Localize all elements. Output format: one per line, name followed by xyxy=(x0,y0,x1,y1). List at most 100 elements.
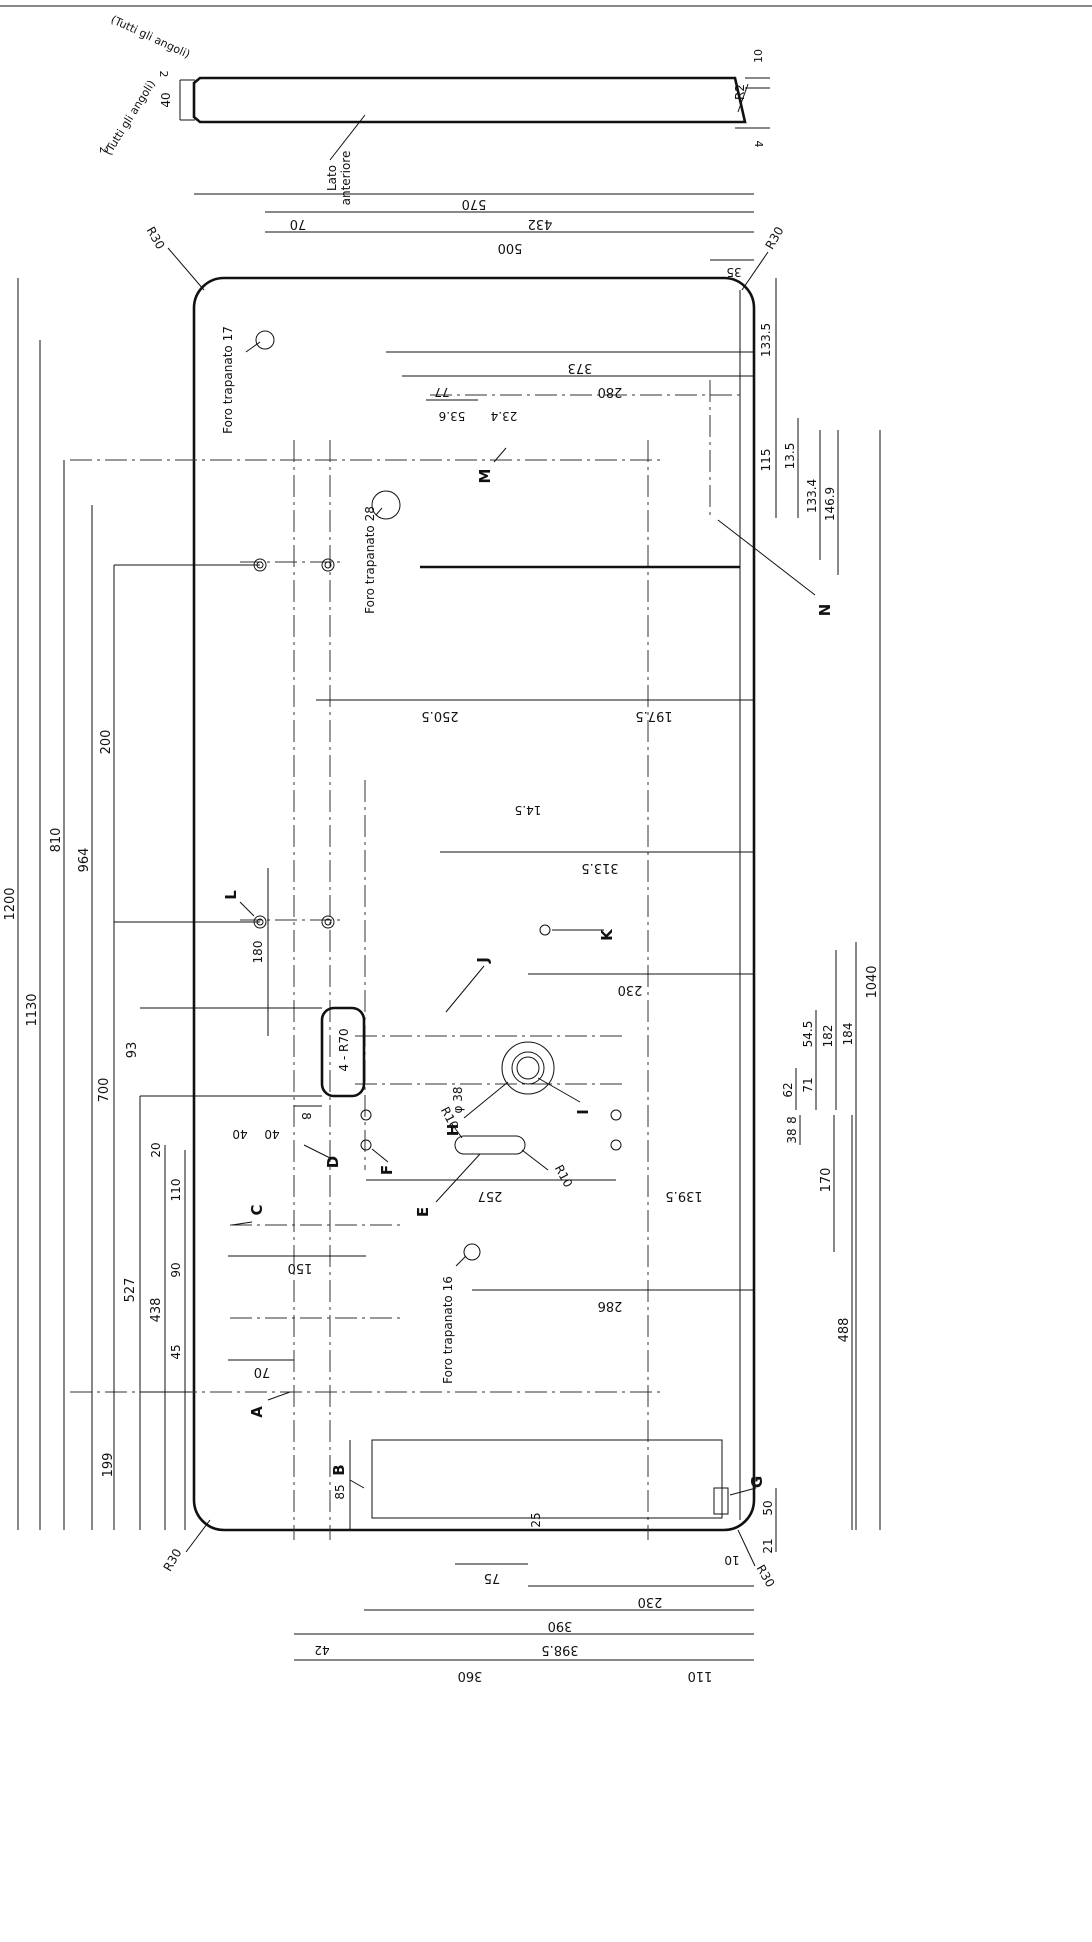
dim-42: 42 xyxy=(314,1643,329,1657)
dim-90: 90 xyxy=(169,1262,183,1277)
hole-L4 xyxy=(321,915,335,929)
hole-F3 xyxy=(610,1109,622,1121)
dim-45: 45 xyxy=(169,1344,183,1359)
label-slot: 4 - R70 xyxy=(337,1028,351,1071)
right-dimensions: 133.5 115 13.5 133.4 146.9 1040 184 182 … xyxy=(759,278,881,1554)
dim-70-mid: 70 xyxy=(254,1364,271,1379)
leader-F xyxy=(371,1148,389,1163)
marker-H: H xyxy=(444,1124,462,1137)
dim-54-5: 54.5 xyxy=(801,1021,815,1048)
leader-r30-bl xyxy=(185,1519,211,1553)
dim-139-5: 139.5 xyxy=(665,1188,702,1203)
dim-40-a: 40 xyxy=(232,1127,247,1141)
dim-280: 280 xyxy=(598,384,623,399)
label-r10-bottom: R10 xyxy=(552,1162,575,1189)
center-lines xyxy=(70,380,740,1540)
corner-r30-br: R30 xyxy=(753,1562,777,1589)
leader-A xyxy=(267,1391,291,1401)
left-dimensions: 1200 1130 810 964 700 527 438 199 200 93… xyxy=(3,278,351,1530)
horizontal-dimensions: 570 432 70 500 35 373 280 77 53.6 23.4 2… xyxy=(194,193,754,1683)
dim-62: 62 xyxy=(781,1082,795,1097)
dim-77: 77 xyxy=(434,385,449,399)
dim-170: 170 xyxy=(819,1168,834,1193)
dim-110-bot: 110 xyxy=(688,1668,713,1683)
chamfer-top-num: 2 xyxy=(157,71,170,78)
marker-M: M xyxy=(476,469,494,484)
marker-A: A xyxy=(248,1406,266,1418)
leader-foro16 xyxy=(455,1255,467,1267)
label-foro28: Foro trapanato 28 xyxy=(363,506,377,614)
dim-70-top: 70 xyxy=(290,216,307,231)
hole-17 xyxy=(255,330,275,350)
profile-outline xyxy=(192,76,747,124)
dim-93: 93 xyxy=(125,1042,140,1059)
marker-I: I xyxy=(574,1109,592,1115)
leader-r30-tr xyxy=(741,251,769,291)
dim-53-6: 53.6 xyxy=(439,409,466,423)
lato-2: anteriore xyxy=(339,151,353,206)
label-phi38: φ 38 xyxy=(451,1087,465,1114)
table-top: R30 R30 R30 R30 xyxy=(143,224,786,1589)
dim-8-right: 8 xyxy=(785,1116,799,1124)
marker-L: L xyxy=(222,890,240,900)
chamfer-bottom-note: (Tutti gli angoli) xyxy=(102,78,159,158)
dim-570: 570 xyxy=(462,196,487,211)
slot-4-r70 xyxy=(320,1006,366,1098)
slot-E xyxy=(454,1135,526,1155)
chamfer-bottom-num: 2 xyxy=(97,147,110,154)
edge-profile: 40 2 (Tutti gli angoli) 2 (Tutti gli ang… xyxy=(0,5,1092,206)
dim-250-5: 250.5 xyxy=(421,708,458,723)
dim-197-5: 197.5 xyxy=(635,708,672,723)
dim-360: 360 xyxy=(458,1668,483,1683)
corner-r30-tr: R30 xyxy=(763,224,787,251)
dim-398-5: 398.5 xyxy=(541,1642,578,1657)
label-foro17: Foro trapanato 17 xyxy=(221,326,235,434)
holes xyxy=(253,330,740,1519)
leader-I xyxy=(537,1077,581,1103)
dim-4: 4 xyxy=(752,141,765,148)
marker-F: F xyxy=(378,1165,396,1175)
leader-r2 xyxy=(737,83,749,113)
leader-r10-bottom xyxy=(521,1149,549,1171)
hole-F2 xyxy=(360,1139,372,1151)
leader-foro28 xyxy=(375,507,383,516)
dim-75: 75 xyxy=(484,1570,501,1585)
dim-146-9: 146.9 xyxy=(823,487,837,521)
dim-184: 184 xyxy=(841,1023,855,1046)
logo-G xyxy=(713,1487,729,1515)
dim-25: 25 xyxy=(529,1512,543,1527)
dim-257: 257 xyxy=(478,1188,503,1203)
leader-foro17 xyxy=(245,341,261,353)
hole-F4 xyxy=(610,1139,622,1151)
dim-286: 286 xyxy=(598,1298,623,1313)
marker-D: D xyxy=(324,1156,342,1168)
dim-150: 150 xyxy=(288,1260,313,1275)
hole-I xyxy=(516,1056,540,1080)
hole-L2-inner xyxy=(324,561,332,569)
hole-28 xyxy=(371,490,401,520)
marker-J: J xyxy=(474,957,492,964)
dim-8-left: 8 xyxy=(299,1112,313,1120)
dim-20: 20 xyxy=(149,1142,163,1157)
dim-110: 110 xyxy=(169,1179,183,1202)
dim-40-b: 40 xyxy=(264,1127,279,1141)
hole-L2 xyxy=(321,558,335,572)
dim-432: 432 xyxy=(528,216,553,231)
dim-133-5: 133.5 xyxy=(759,323,773,357)
dim-527: 527 xyxy=(123,1278,138,1303)
leader-r30-tl xyxy=(167,247,205,291)
leader-r10-top xyxy=(451,1123,463,1139)
marker-B: B xyxy=(330,1464,348,1475)
dim-700: 700 xyxy=(97,1078,112,1103)
marker-C: C xyxy=(248,1204,266,1215)
dim-180: 180 xyxy=(251,941,265,964)
leader-L xyxy=(239,901,255,917)
corner-r30-tl: R30 xyxy=(143,224,167,251)
marker-E: E xyxy=(414,1207,432,1217)
dim-1200: 1200 xyxy=(3,887,18,920)
markers: A B C D E F G H I J K L M N xyxy=(222,447,834,1496)
dim-964: 964 xyxy=(77,848,92,873)
hole-16 xyxy=(463,1243,481,1261)
dim-21: 21 xyxy=(761,1538,775,1553)
dim-438: 438 xyxy=(149,1298,164,1323)
